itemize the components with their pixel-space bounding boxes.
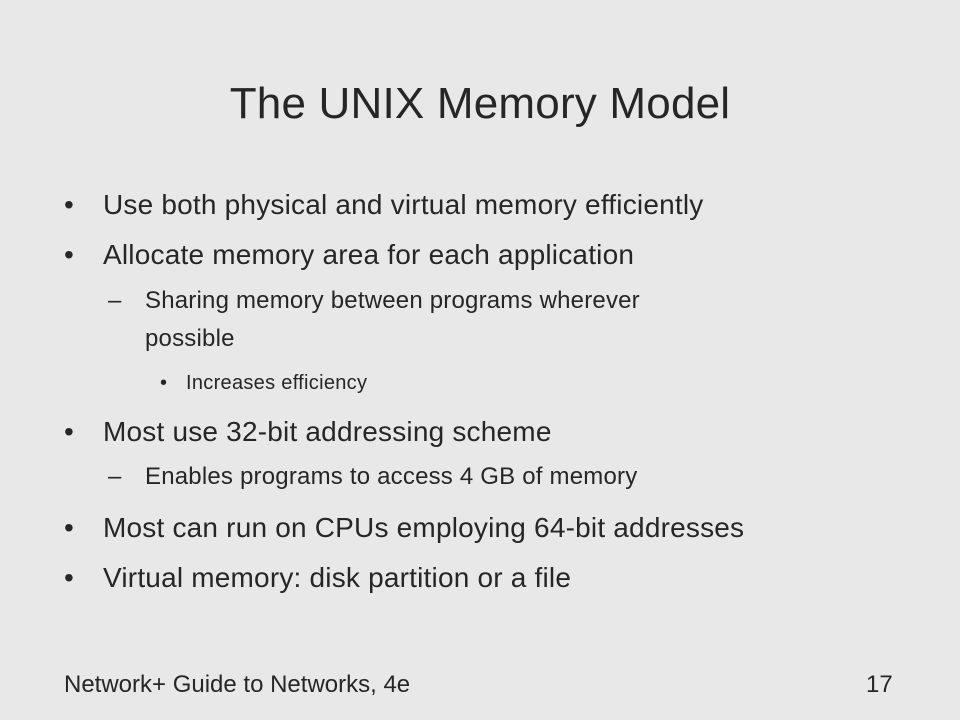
bullet-item: • Use both physical and virtual memory ef… — [64, 188, 703, 222]
page-number: 17 — [866, 671, 893, 698]
bullet-item: • Most can run on CPUs employing 64-bit a… — [64, 511, 744, 545]
sub-bullet-item: –Sharing memory between programs whereve… — [108, 286, 640, 316]
bullet-text: Virtual memory: disk partition or a file — [103, 562, 572, 593]
bullet-text: Most use 32-bit addressing scheme — [103, 416, 552, 447]
sub-bullet-continuation: possible — [145, 325, 235, 352]
bullet-icon: • — [64, 512, 75, 543]
bullet-icon: • — [64, 416, 75, 447]
bullet-icon: • — [64, 562, 75, 593]
sub-bullet-item: –Enables programs to access 4 GB of memo… — [108, 462, 637, 492]
sub-sub-bullet-text: Increases efficiency — [186, 372, 368, 394]
bullet-icon: • — [160, 372, 168, 394]
bullet-item: • Virtual memory: disk partition or a fil… — [64, 561, 571, 595]
bullet-text: Most can run on CPUs employing 64-bit ad… — [103, 512, 745, 543]
sub-bullet-text: Sharing memory between programs wherever — [145, 287, 640, 314]
footer-source: Network+ Guide to Networks, 4e — [64, 671, 411, 698]
slide-title: The UNIX Memory Model — [229, 79, 731, 128]
dash-icon: – — [108, 463, 122, 490]
bullet-text: Use both physical and virtual memory eff… — [103, 189, 704, 220]
bullet-text: Allocate memory area for each applicatio… — [103, 239, 635, 270]
bullet-icon: • — [64, 189, 75, 220]
sub-sub-bullet-item: • Increases efficiency — [160, 370, 367, 396]
dash-icon: – — [108, 287, 122, 314]
bullet-item: • Allocate memory area for each applicati… — [64, 238, 634, 272]
sub-bullet-text: Enables programs to access 4 GB of memor… — [145, 463, 638, 490]
bullet-icon: • — [64, 239, 75, 270]
bullet-item: • Most use 32-bit addressing scheme — [64, 415, 552, 449]
